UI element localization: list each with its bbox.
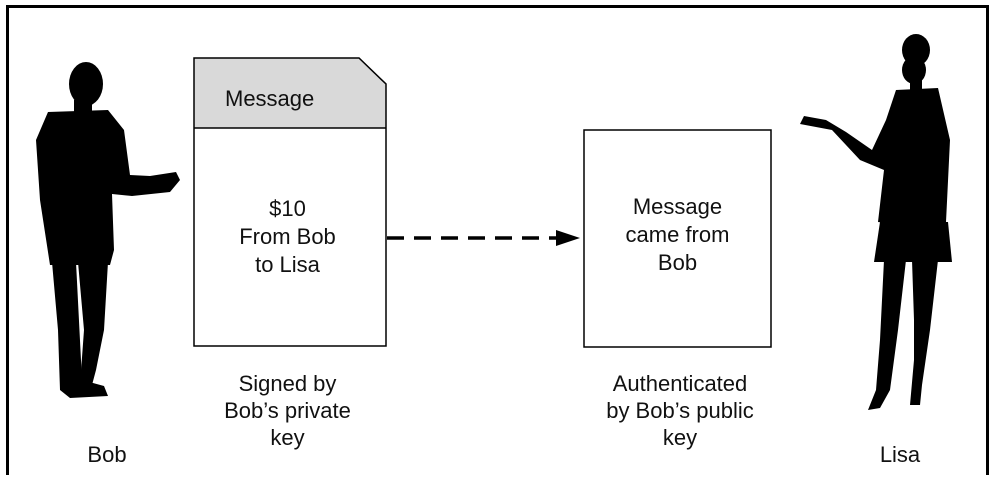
receiver-name-label: Lisa [879, 442, 921, 467]
signed-caption: Signed by Bob’s private key [224, 371, 351, 450]
result-body-text: Message came from Bob [625, 194, 730, 275]
transfer-arrow [387, 230, 580, 246]
sender-name-label: Bob [87, 442, 127, 467]
message-body-text: $10 From Bob to Lisa [239, 196, 336, 277]
message-document-header [194, 58, 386, 128]
diagram-frame [6, 5, 989, 475]
message-header-label: Message [225, 86, 315, 111]
result-document [583, 129, 772, 348]
authenticated-caption: Authenticated by Bob’s public key [606, 371, 754, 450]
message-document [193, 57, 387, 347]
lisa-silhouette [800, 34, 952, 410]
bob-silhouette [36, 62, 180, 398]
